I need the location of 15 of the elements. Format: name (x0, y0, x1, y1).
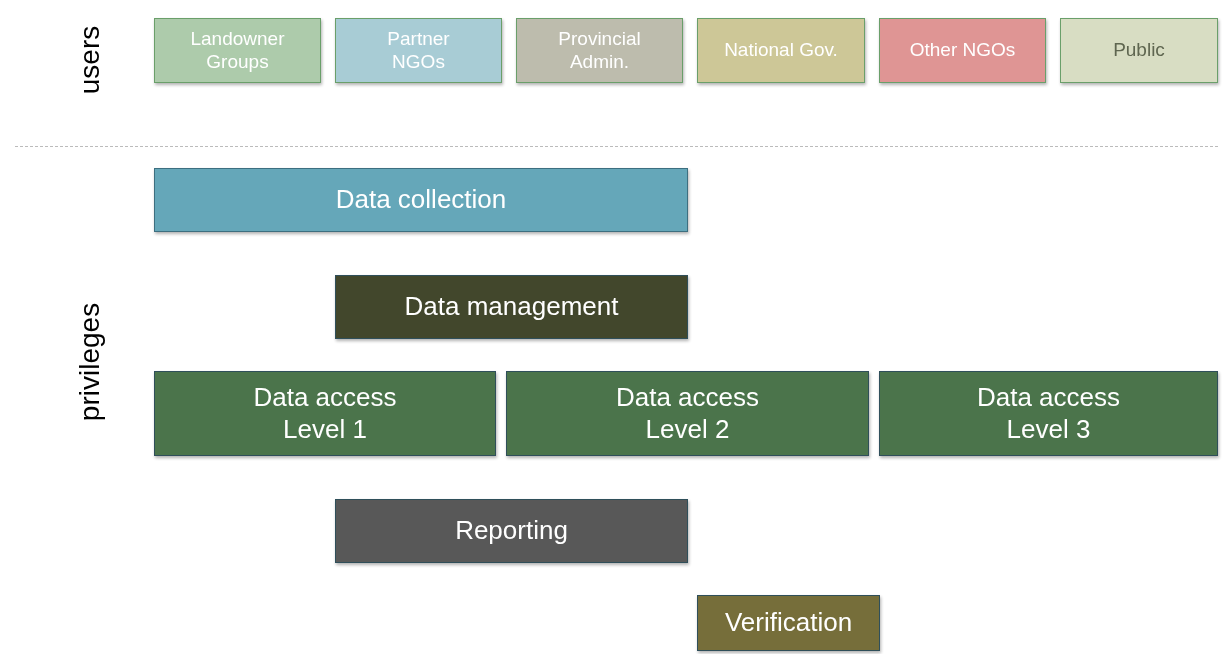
privilege-box: Data collection (154, 168, 688, 232)
section-label: privileges (74, 302, 106, 422)
user-box: Landowner Groups (154, 18, 321, 83)
section-label: users (74, 25, 106, 95)
user-box: Public (1060, 18, 1218, 83)
privilege-box: Data access Level 1 (154, 371, 496, 456)
user-box: National Gov. (697, 18, 865, 83)
privilege-box: Data access Level 3 (879, 371, 1218, 456)
user-box: Partner NGOs (335, 18, 502, 83)
user-box: Other NGOs (879, 18, 1046, 83)
privilege-box: Data access Level 2 (506, 371, 869, 456)
privilege-box: Verification (697, 595, 880, 651)
privilege-box: Reporting (335, 499, 688, 563)
user-box: Provincial Admin. (516, 18, 683, 83)
privilege-box: Data management (335, 275, 688, 339)
